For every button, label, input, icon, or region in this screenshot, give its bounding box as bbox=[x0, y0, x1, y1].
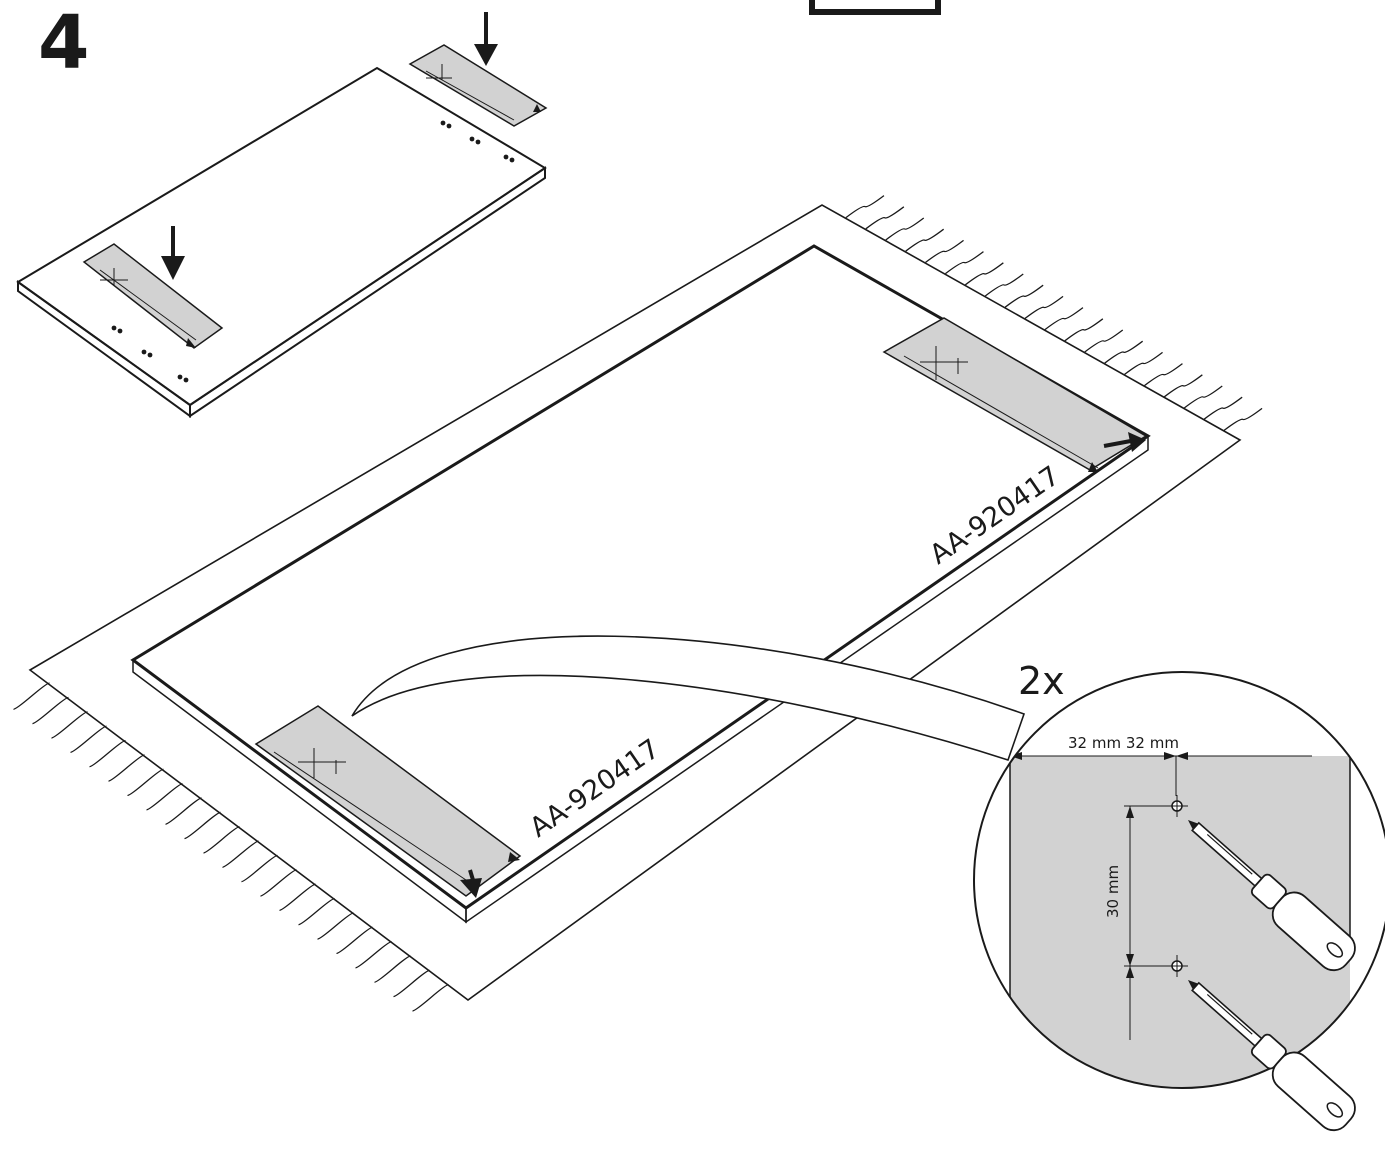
protective-mat bbox=[13, 195, 1263, 1012]
detail-circle: 2x 32 mm 32 mm 30 mm bbox=[973, 659, 1385, 1132]
panel-label-top-right: AA-920417 bbox=[924, 460, 1065, 570]
fringe-strand bbox=[1004, 284, 1044, 308]
fringe-strand bbox=[317, 912, 354, 940]
fringe-strand bbox=[298, 897, 335, 926]
step-number: 4 bbox=[38, 0, 90, 86]
fringe-strand bbox=[241, 854, 278, 883]
fringe-strand bbox=[70, 725, 107, 753]
fringe-strand bbox=[945, 251, 984, 275]
screwdriver-icon bbox=[1188, 820, 1356, 972]
fringe-strand bbox=[1024, 295, 1064, 319]
fringe-strand bbox=[964, 262, 1004, 286]
fringe-strand bbox=[1223, 407, 1263, 431]
fringe-strand bbox=[51, 711, 88, 739]
quantity-label: 2x bbox=[1018, 659, 1065, 703]
fringe-strand bbox=[905, 228, 945, 252]
fringe-strand bbox=[1203, 396, 1243, 420]
fringe-strand bbox=[89, 739, 126, 768]
dimension-horizontal-label: 32 mm 32 mm bbox=[1068, 734, 1179, 752]
fringe-strand bbox=[865, 206, 905, 230]
down-arrow-icon bbox=[161, 226, 185, 280]
fringe-strand bbox=[885, 217, 925, 241]
down-arrow-icon bbox=[474, 12, 498, 66]
fringe-strand bbox=[1163, 374, 1203, 398]
fringe-strand bbox=[1124, 351, 1163, 375]
fringe-strand bbox=[925, 239, 964, 263]
fringe-strand bbox=[412, 984, 449, 1012]
frame-fragment bbox=[809, 0, 941, 15]
fringe-strand bbox=[260, 869, 297, 897]
fringe-strand bbox=[146, 783, 183, 811]
small-drilling-template-top bbox=[408, 44, 548, 127]
fringe-strand bbox=[1183, 385, 1223, 409]
drill-hole-icon bbox=[1166, 795, 1188, 817]
mat-fringe-bottom-left bbox=[13, 682, 449, 1012]
fringe-strand bbox=[203, 826, 240, 854]
mat-fringe-top-right bbox=[845, 195, 1263, 431]
fringe-strand bbox=[393, 969, 430, 998]
fringe-strand bbox=[355, 941, 392, 969]
detail-callout-ribbon bbox=[351, 635, 1026, 762]
fringe-strand bbox=[13, 682, 50, 710]
fringe-strand bbox=[184, 811, 221, 840]
fringe-strand bbox=[374, 955, 411, 983]
fringe-strand bbox=[1064, 318, 1104, 342]
small-board bbox=[16, 12, 548, 418]
fringe-strand bbox=[336, 926, 373, 955]
dimension-vertical-label: 30 mm bbox=[1104, 865, 1122, 918]
drilling-template-left bbox=[254, 705, 522, 898]
fringe-strand bbox=[32, 696, 69, 725]
screwdriver-icon bbox=[1188, 980, 1356, 1132]
fringe-strand bbox=[1044, 307, 1084, 331]
fringe-strand bbox=[165, 797, 202, 825]
panel-label-bottom-left: AA-920417 bbox=[524, 733, 665, 843]
drill-hole-icon bbox=[1166, 955, 1188, 977]
fringe-strand bbox=[127, 768, 164, 797]
small-drilling-template-bottom bbox=[82, 243, 224, 349]
fringe-strand bbox=[1104, 340, 1144, 364]
fringe-strand bbox=[1084, 329, 1124, 353]
fringe-strand bbox=[279, 883, 316, 911]
fringe-strand bbox=[222, 840, 259, 868]
fringe-strand bbox=[984, 273, 1024, 297]
small-board-dowel-holes bbox=[111, 120, 515, 383]
drilling-template-right bbox=[882, 317, 1148, 472]
fringe-strand bbox=[845, 195, 885, 219]
fringe-strand bbox=[1144, 363, 1183, 387]
fringe-strand bbox=[108, 754, 145, 782]
